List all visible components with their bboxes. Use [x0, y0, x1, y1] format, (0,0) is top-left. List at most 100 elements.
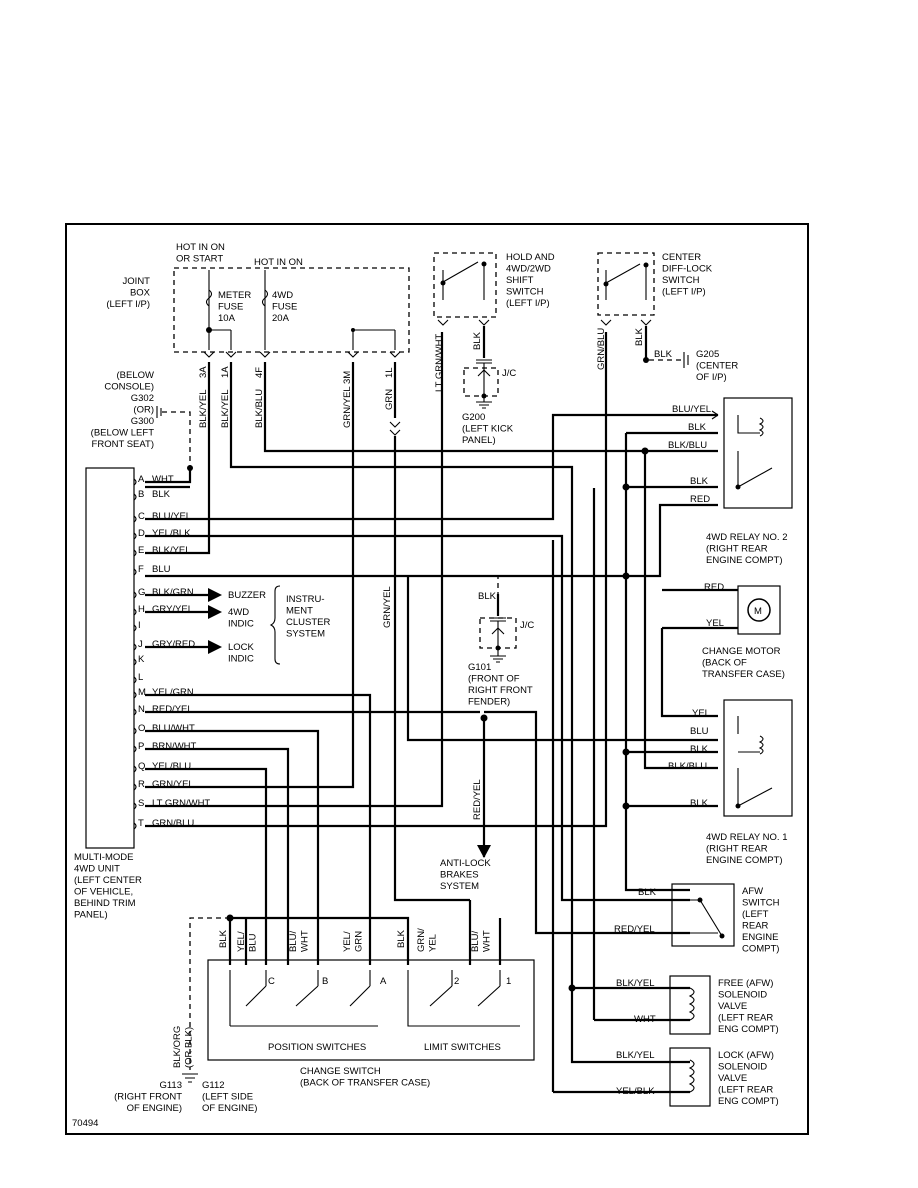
motor-wire-0: RED — [704, 582, 724, 593]
free-valve-wire-1: WHT — [634, 1014, 656, 1025]
relay1-wire-4: BLK — [690, 798, 709, 809]
afw-wire-0: BLK — [638, 887, 657, 898]
unit-pin-label: R — [138, 779, 145, 790]
wd-fuse-icon — [261, 289, 269, 307]
motor-symbol: M — [754, 606, 762, 617]
wire-label-grn-yel: GRN/YEL — [342, 386, 353, 428]
pin-3a: 3A — [198, 366, 209, 378]
motor-wire-1: YEL — [706, 618, 724, 629]
diagram-frame — [65, 223, 809, 1135]
pin-connector-icon — [133, 608, 137, 616]
jc-label-1: J/C — [502, 368, 516, 379]
unit-pin-label: B — [138, 489, 144, 500]
pin-4f: 4F — [254, 367, 265, 378]
center-diff-wire-left: GRN/BLU — [596, 328, 607, 370]
change-switch: C B A 2 1 POSITION SWITCHES LIMIT SWITCH… — [207, 959, 535, 1089]
unit-pin-wire: YEL/GRN — [152, 687, 194, 698]
red-yel-vertical-label: RED/YEL — [472, 779, 483, 820]
unit-pin-wire: YEL/BLU — [152, 761, 191, 772]
pin-connector-icon — [133, 765, 137, 773]
unit-pin-label: L — [138, 672, 143, 683]
unit-pin-wire: BLU/WHT — [152, 723, 195, 734]
switch-letter-c: C — [268, 976, 275, 987]
switch-letter-a: A — [380, 976, 387, 987]
pin-connector-icon — [133, 783, 137, 791]
g101-wire: BLK — [478, 591, 497, 602]
relay2-wire-3: BLK — [690, 476, 709, 487]
multi-mode-unit — [85, 467, 135, 849]
switch-letter-2: 2 — [454, 976, 459, 987]
pin-connector-icon — [133, 478, 137, 486]
unit-pin-label: M — [138, 687, 146, 698]
relay2-wire-0: BLU/YEL — [672, 404, 711, 415]
buzzer-label: BUZZER — [228, 590, 266, 601]
afw-wire-1: RED/YEL — [614, 924, 655, 935]
unit-pin-label: I — [138, 620, 141, 631]
joint-box-connectors — [203, 351, 401, 358]
jc-label-2: J/C — [520, 620, 534, 631]
pin-1a: 1A — [220, 366, 231, 378]
unit-pin-label: N — [138, 704, 145, 715]
unit-pin-label: S — [138, 798, 144, 809]
limit-switches-label: LIMIT SWITCHES — [424, 1042, 501, 1053]
unit-pin-wire: WHT — [152, 474, 174, 485]
pin-connector-icon — [133, 515, 137, 523]
pin-connector-icon — [133, 549, 137, 557]
unit-pin-wire: GRN/YEL — [152, 779, 194, 790]
unit-pin-wire: BRN/WHT — [152, 741, 197, 752]
pin-connector-icon — [133, 676, 137, 684]
unit-pin-label: D — [138, 528, 145, 539]
unit-pin-wire: BLK/GRN — [152, 587, 194, 598]
ground-bottom-wire: BLK/ORG(OR BLK) — [172, 1026, 195, 1068]
relay2-wire-2: BLK/BLU — [668, 440, 707, 451]
hold-switch-wire-left: LT GRN/WHT — [434, 334, 445, 392]
relay1-wire-3: BLK/BLU — [668, 761, 707, 772]
unit-pin-label: E — [138, 545, 144, 556]
relay2-wire-1: BLK — [688, 422, 707, 433]
unit-pin-label: J — [138, 639, 143, 650]
motor-icon — [747, 598, 771, 622]
cs-wire-3: YEL/GRN — [342, 931, 365, 952]
unit-pin-label: A — [138, 474, 145, 485]
hot-in-on: HOT IN ON — [254, 257, 303, 268]
cs-wire-1: YEL/BLU — [236, 931, 259, 952]
relay1-wire-2: BLK — [690, 744, 709, 755]
unit-pin-label: T — [138, 818, 144, 829]
pin-connector-icon — [133, 822, 137, 830]
unit-pin-wire: GRY/RED — [152, 639, 195, 650]
pin-1l: 1L — [384, 367, 395, 378]
unit-pin-label: O — [138, 723, 145, 734]
unit-pin-wire: BLU/YEL — [152, 511, 191, 522]
unit-pin-label: C — [138, 511, 145, 522]
lock-valve-wire-0: BLK/YEL — [616, 1050, 655, 1061]
pin-connector-icon — [133, 658, 137, 666]
pin-connector-icon — [133, 691, 137, 699]
unit-pin-wire: GRY/YEL — [152, 604, 193, 615]
unit-pin-label: Q — [138, 761, 145, 772]
